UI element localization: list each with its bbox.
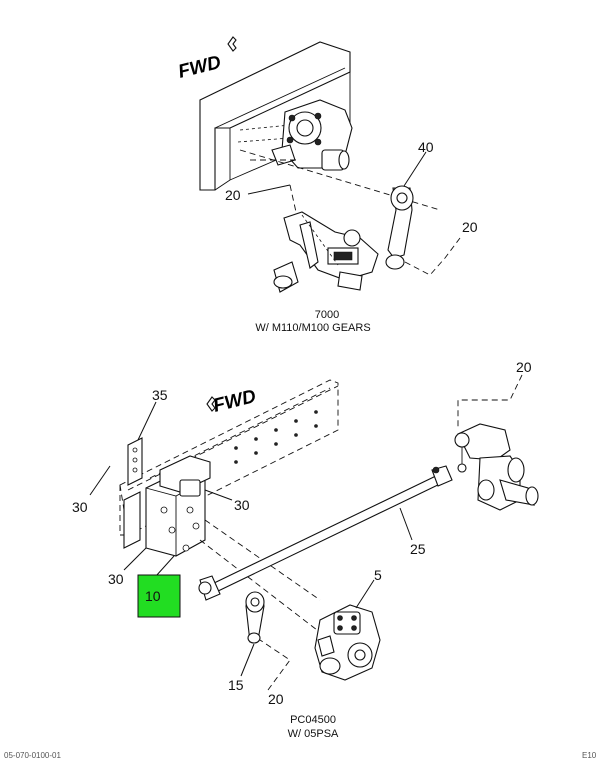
callout-25: 25 [410, 541, 426, 557]
upper-pitman-arm [385, 185, 414, 270]
callout-30-bottom: 30 [108, 571, 124, 587]
pitman-arm-15 [245, 591, 265, 644]
lower-assembly: FWD [72, 359, 539, 740]
upper-steering-gear [239, 99, 441, 211]
lower-caption-desc: W/ 05PSA [288, 728, 339, 740]
upper-steering-arm [273, 184, 379, 293]
callout-10[interactable]: 10 [145, 588, 161, 604]
mounting-bracket [123, 455, 211, 557]
upper-assembly: FWD [176, 36, 478, 334]
upper-fwd-arrow: FWD [176, 36, 237, 83]
upper-caption-desc: W/ M110/M100 GEARS [255, 322, 370, 334]
upper-fwd-text: FWD [176, 52, 223, 83]
plate-35 [127, 437, 143, 486]
callout-30-mid: 30 [234, 497, 250, 513]
callout-30-left: 30 [72, 499, 88, 515]
upper-frame-rail [199, 41, 351, 191]
callout-20-lower-bottom: 20 [268, 691, 284, 707]
lower-fwd-arrow: FWD [206, 386, 258, 417]
lower-caption-model: PC04500 [290, 714, 336, 726]
upper-caption-model: 7000 [315, 309, 339, 321]
callout-35: 35 [152, 387, 168, 403]
lower-fwd-text: FWD [211, 386, 258, 417]
callout-10-highlight[interactable] [137, 574, 181, 618]
footer-sheet-code: E10 [582, 751, 597, 760]
footer-drawing-number: 05-070-0100-01 [4, 751, 61, 760]
callout-15: 15 [228, 677, 244, 693]
upper-fwd-chevron [227, 36, 237, 52]
right-knuckle [454, 423, 539, 511]
lower-fwd-chevron [206, 396, 216, 412]
drag-link-25 [198, 465, 453, 601]
callout-20-upper-left: 20 [225, 187, 241, 203]
callout-20-upper-right: 20 [462, 219, 478, 235]
callout-40: 40 [418, 139, 434, 155]
steering-gear-5 [314, 604, 381, 681]
callout-20-lower-top: 20 [516, 359, 532, 375]
callout-5: 5 [374, 567, 382, 583]
